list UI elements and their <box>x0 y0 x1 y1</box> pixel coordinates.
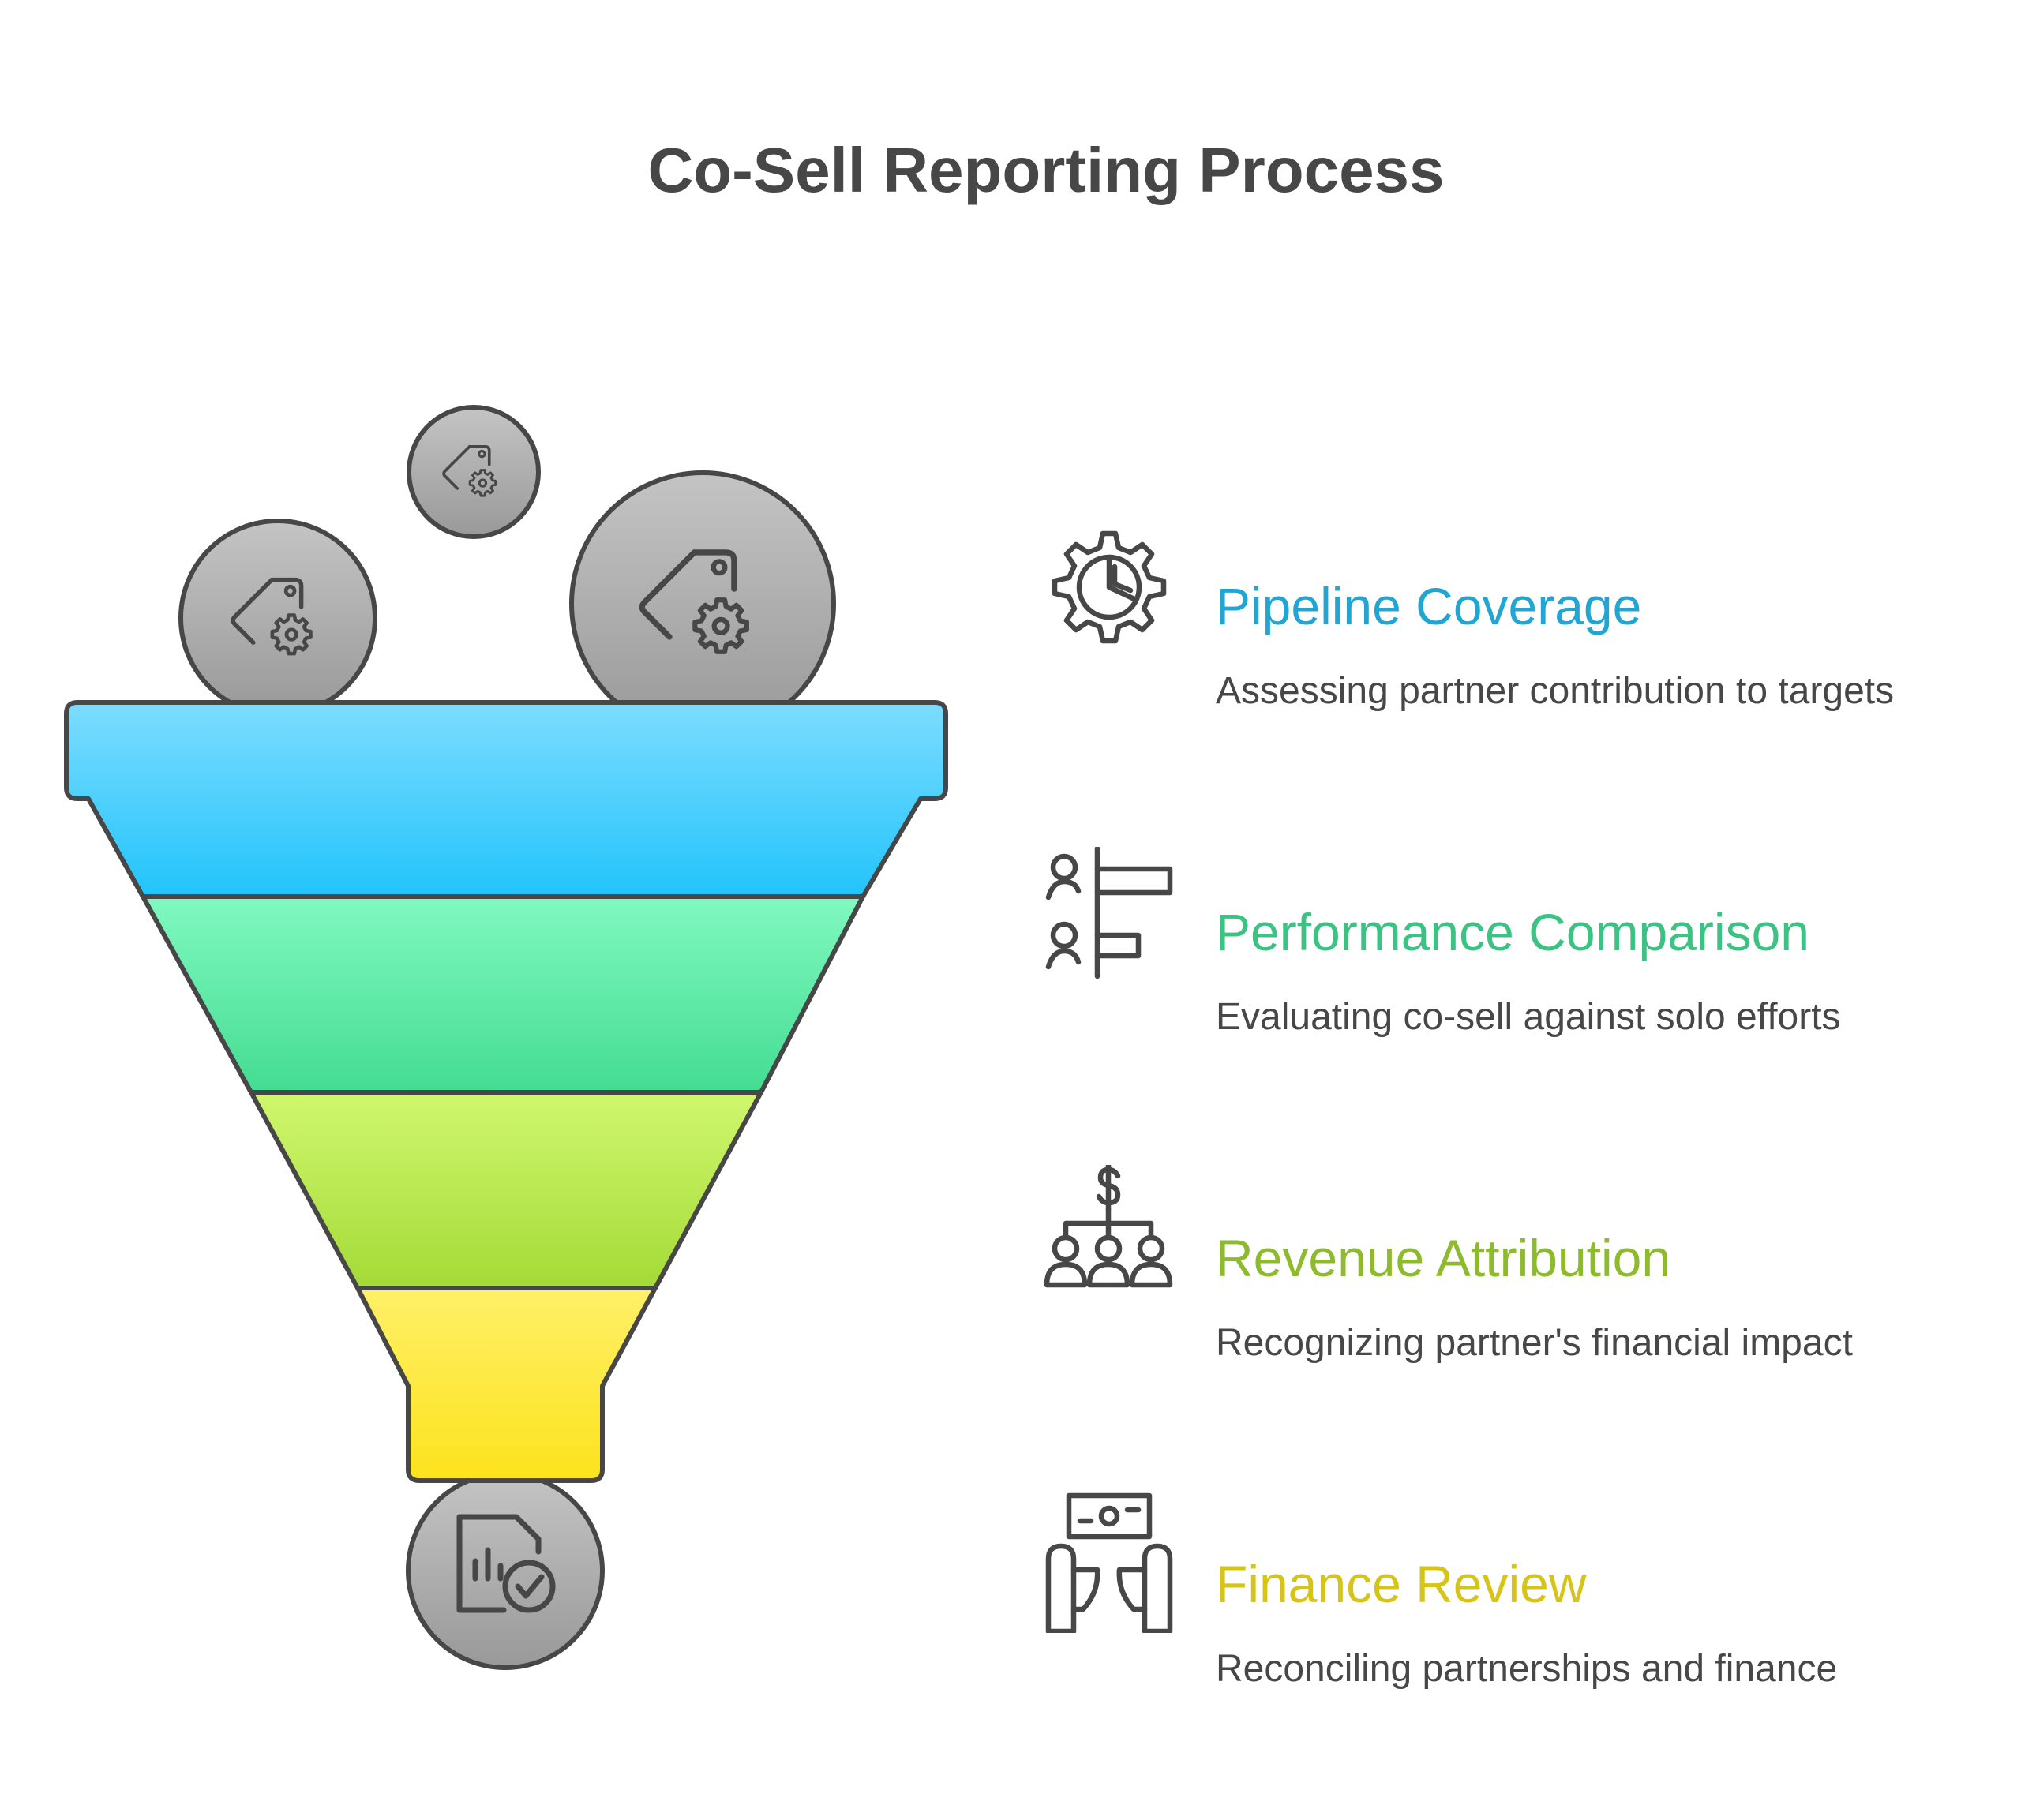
input-coin-small <box>407 405 541 539</box>
page-title: Co-Sell Reporting Process <box>647 135 1445 205</box>
funnel-layer-3 <box>249 1090 763 1290</box>
funnel-diagram <box>64 405 948 1670</box>
step-heading: Pipeline Coverage <box>1216 577 1642 635</box>
input-coin-left <box>178 519 377 717</box>
step-heading: Revenue Attribution <box>1216 1229 1671 1287</box>
report-checkmark-icon <box>456 1514 556 1613</box>
step-description: Reconciling partnerships and finance <box>1216 1648 1838 1690</box>
step-description: Recognizing partner's financial impact <box>1216 1322 1853 1364</box>
step-description: Assessing partner contribution to target… <box>1216 670 1895 712</box>
step-heading: Performance Comparison <box>1216 903 1809 961</box>
gear-pie-chart-icon <box>1052 530 1167 644</box>
money-handshake-icon <box>1045 1492 1173 1633</box>
funnel-layer-1 <box>64 700 948 899</box>
output-coin <box>406 1471 605 1670</box>
step-heading: Finance Review <box>1216 1555 1587 1613</box>
funnel-layer-4 <box>355 1286 658 1483</box>
input-coin-large <box>569 470 836 737</box>
funnel-layer-2 <box>141 894 865 1095</box>
dollar-people-hierarchy-icon <box>1044 1165 1173 1288</box>
step-description: Evaluating co-sell against solo efforts <box>1216 996 1841 1038</box>
people-bar-chart-icon <box>1045 847 1173 979</box>
